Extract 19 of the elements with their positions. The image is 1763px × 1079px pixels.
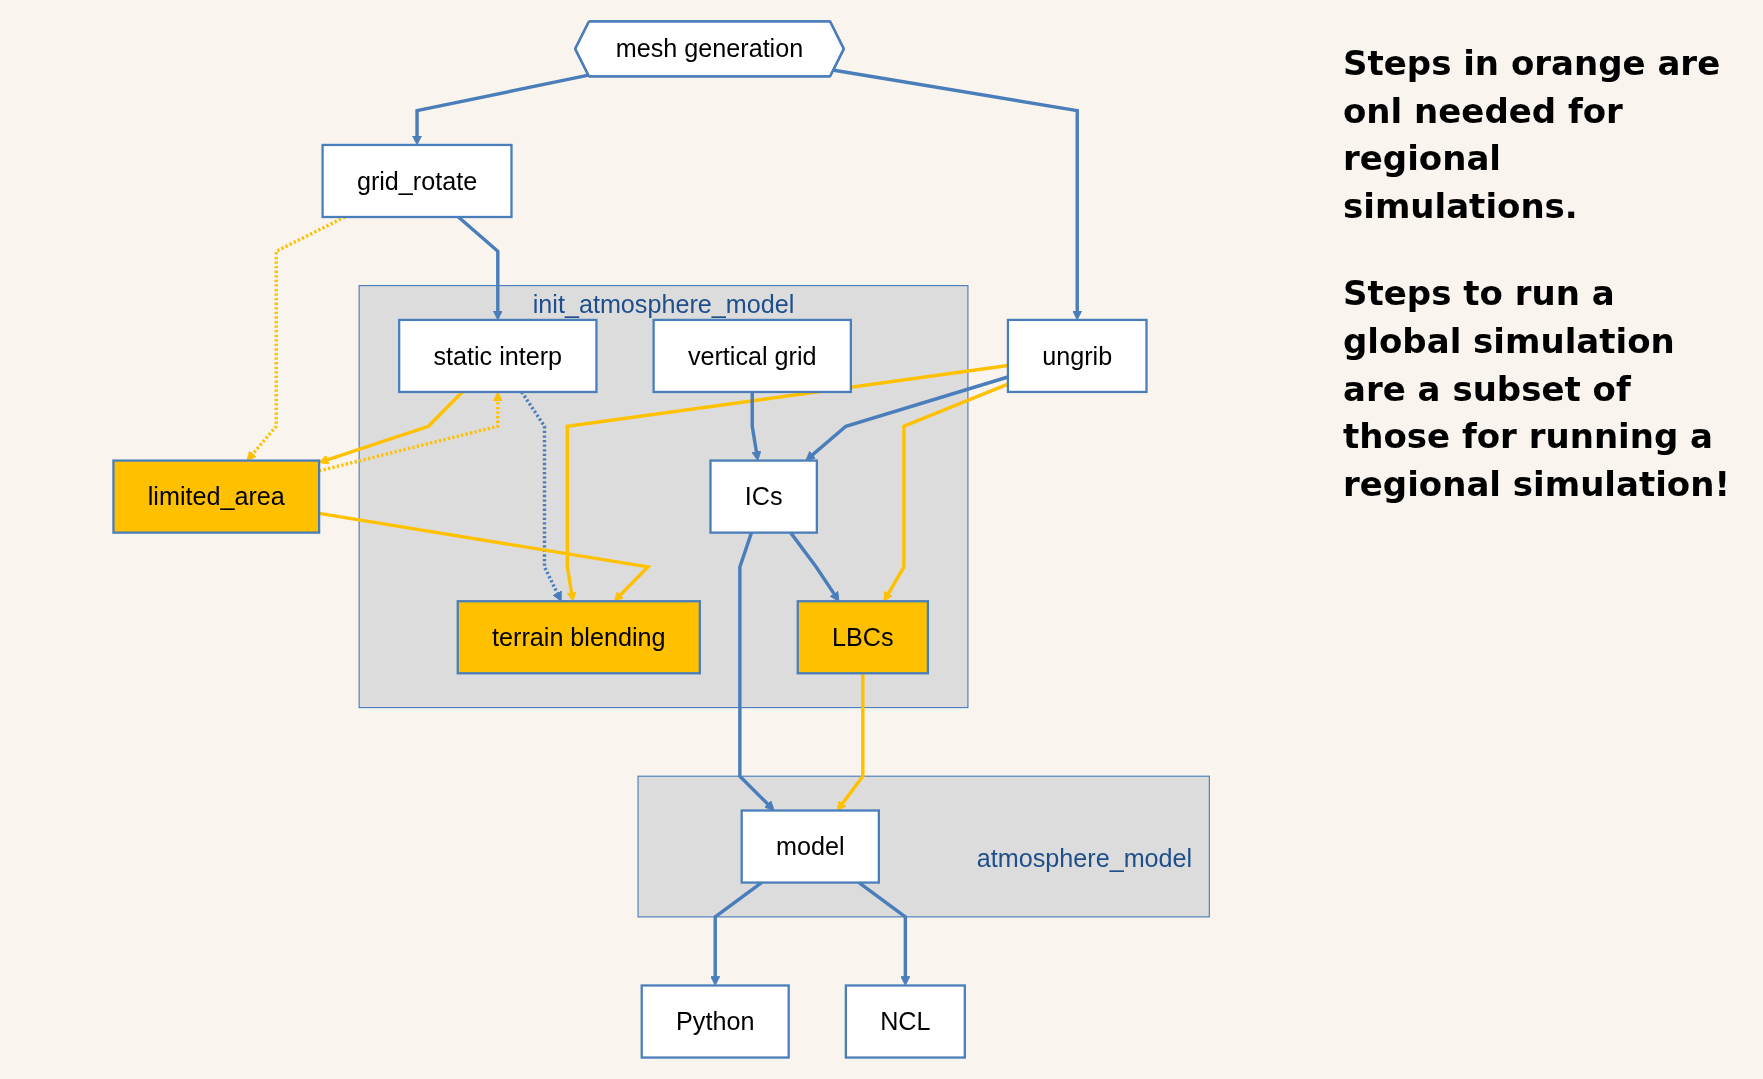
node-box: terrain blending — [456, 600, 702, 675]
node-box: static interp — [398, 318, 598, 394]
node-box: model — [740, 809, 881, 884]
node-box: ICs — [709, 459, 819, 534]
arrow — [836, 673, 865, 811]
node-box: ungrib — [1006, 318, 1148, 394]
arrow — [318, 391, 503, 473]
node-box: NCL — [844, 984, 967, 1059]
node-box: limited_area — [112, 459, 321, 534]
note-text: Steps to run a global simulation are a subset of those for running a regional simulation! — [1343, 272, 1731, 506]
node-box: grid_rotate — [321, 143, 513, 219]
node-box: LBCs — [796, 600, 930, 675]
node-box: Python — [640, 984, 790, 1059]
node-box: vertical grid — [652, 318, 853, 394]
arrow — [738, 532, 775, 811]
arrow — [883, 382, 1009, 602]
arrow — [520, 391, 562, 602]
arrow — [565, 363, 1009, 602]
note-text: Steps in orange are onl needed for regional simulations. — [1343, 42, 1722, 228]
